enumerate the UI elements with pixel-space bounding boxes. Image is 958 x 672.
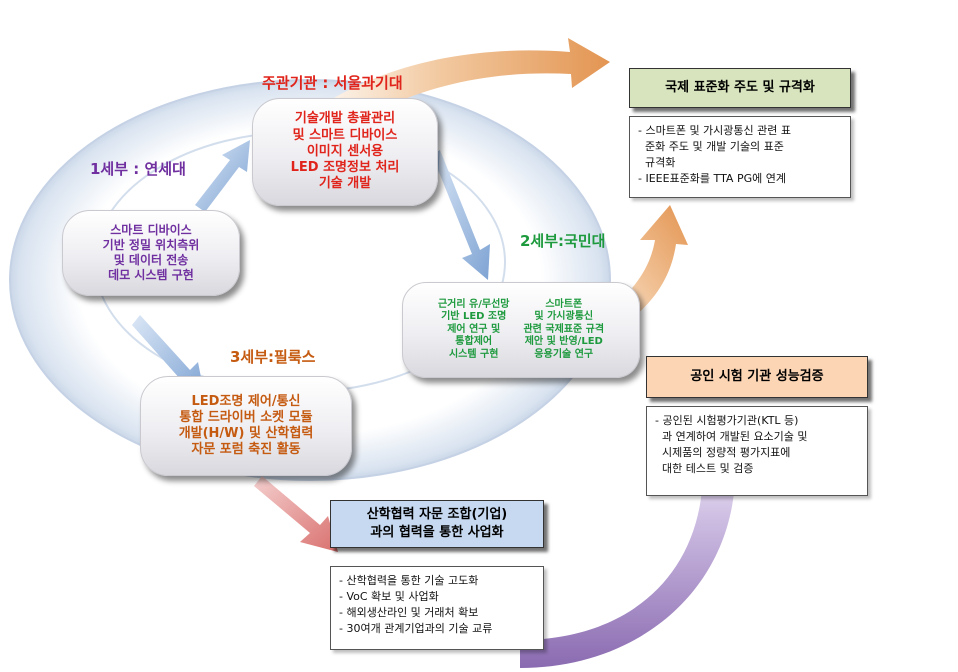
industry-box-item: - 산학협력을 통한 기술 고도화: [339, 574, 479, 587]
sub1-label: 1세부 : 연세대: [90, 160, 186, 178]
right-node-left-line: 제어 연구 및: [447, 323, 501, 335]
industry-box-body: - 산학협력을 통한 기술 고도화 - VoC 확보 및 사업화 - 해외생산라…: [330, 566, 544, 650]
bottom-node-line: 통합 드라이버 소켓 모듈: [179, 409, 313, 425]
sub3-label: 3세부:필룩스: [230, 348, 316, 366]
test-box-item: - 공인된 시험평가기관(KTL 등): [655, 414, 799, 427]
standard-box-item: - IEEE표준화를 TTA PG에 연계: [638, 171, 786, 185]
bottom-node-line: LED조명 제어/통신: [191, 393, 301, 409]
test-box-title: 공인 시험 기관 성능검증: [646, 356, 868, 398]
industry-box-title: 산학협력 자문 조합(기업) 과의 협력을 통한 사업화: [330, 500, 544, 548]
blue-arrow-left-top: [195, 140, 250, 212]
standard-box-body: - 스마트폰 및 가시광통신 관련 표 준화 주도 및 개발 기술의 표준 규격…: [629, 116, 851, 198]
industry-box-item: - 해외생산라인 및 거래처 확보: [339, 605, 479, 619]
right-node-right-line: 응용기술 연구: [534, 348, 594, 360]
standard-box-title: 국제 표준화 주도 및 규격화: [629, 68, 851, 108]
left-node-line: 스마트 디바이스: [110, 223, 192, 237]
test-box-item: 과 연계하여 개발된 요소기술 및: [655, 429, 808, 443]
right-node-left-line: 시스템 구현: [448, 348, 499, 360]
standard-box-item: - 스마트폰 및 가시광통신 관련 표: [638, 124, 792, 137]
bottom-node-line: 개발(H/W) 및 산학협력: [178, 426, 314, 441]
right-node-left-line: 근거리 유/무선망: [437, 298, 510, 310]
left-node-line: 기반 정밀 위치측위: [102, 238, 200, 252]
industry-box-title-line: 산학협력 자문 조합(기업): [366, 507, 508, 523]
right-node-right-line: 및 가시광통신: [534, 311, 594, 323]
lead-institution-label: 주관기관 : 서울과기대: [262, 74, 403, 92]
right-node-left-line: 기반 LED 조명: [441, 311, 507, 323]
center-node-line: 기술개발 총괄관리: [294, 111, 396, 127]
bottom-node: LED조명 제어/통신 통합 드라이버 소켓 모듈 개발(H/W) 및 산학협력…: [140, 376, 352, 476]
center-node-line: 기술 개발: [318, 176, 372, 192]
industry-box-item: - 30여개 관계기업과의 기술 교류: [339, 621, 493, 635]
industry-box-title-line: 과의 협력을 통한 사업화: [370, 525, 504, 540]
center-node-line: 및 스마트 디바이스: [292, 127, 398, 143]
sub2-label: 2세부:국민대: [520, 232, 606, 250]
test-box-item: 시제품의 정량적 평가지표에: [655, 445, 791, 459]
right-node: 근거리 유/무선망 기반 LED 조명 제어 연구 및 통합제어 시스템 구현 …: [402, 282, 640, 378]
left-node-line: 데모 시스템 구현: [108, 268, 194, 282]
center-node-line: 이미지 센서용: [306, 143, 384, 159]
left-node: 스마트 디바이스 기반 정밀 위치측위 및 데이터 전송 데모 시스템 구현: [62, 210, 240, 296]
center-node: 기술개발 총괄관리 및 스마트 디바이스 이미지 센서용 LED 조명정보 처리…: [252, 98, 438, 206]
orange-arrow-top: [300, 38, 610, 138]
right-node-right-line: 관련 국제표준 규격: [523, 323, 605, 335]
industry-box-item: - VoC 확보 및 사업화: [339, 589, 439, 603]
left-node-line: 및 데이터 전송: [113, 253, 189, 267]
test-box-body: - 공인된 시험평가기관(KTL 등) 과 연계하여 개발된 요소기술 및 시제…: [646, 406, 868, 496]
bottom-node-line: 자문 포럼 축진 활동: [191, 442, 301, 458]
orange-arrow-right: [585, 205, 688, 340]
standard-box-item: 준화 주도 및 개발 기술의 표준: [638, 139, 784, 153]
center-node-line: LED 조명정보 처리: [290, 160, 400, 176]
right-node-right-line: 스마트폰: [545, 298, 583, 310]
standard-box-item: 규격화: [638, 155, 676, 169]
test-box-item: 대한 테스트 및 검증: [655, 461, 754, 475]
pink-arrow-bottom: [254, 476, 338, 552]
right-node-left-line: 통합제어: [455, 336, 493, 348]
right-node-right-line: 제안 및 반영/LED: [524, 336, 603, 348]
